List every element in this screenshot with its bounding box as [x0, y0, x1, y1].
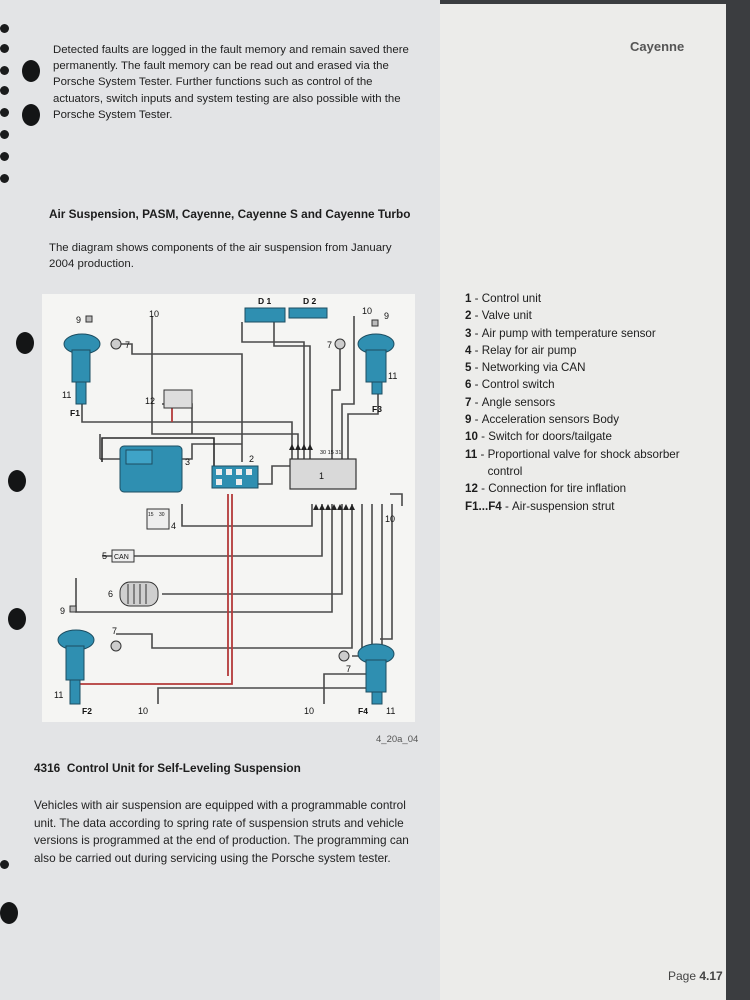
component-legend: 1 - Control unit 2 - Valve unit 3 - Air … — [465, 290, 715, 515]
ring-dot — [0, 44, 9, 53]
label-strut-f4: F4 — [358, 706, 368, 716]
control-unit — [289, 458, 357, 490]
section-title: Air Suspension, PASM, Cayenne, Cayenne S… — [49, 207, 411, 221]
legend-item: 12 - Connection for tire inflation — [465, 482, 627, 496]
label-door-switch: 10 — [138, 706, 148, 716]
page-number: Page 4.17 — [668, 969, 723, 983]
air-pump-motor — [125, 449, 153, 465]
section-description: The diagram shows components of the air … — [49, 242, 392, 271]
label-valve-unit: 2 — [249, 454, 254, 464]
acceleration-sensor — [85, 315, 93, 323]
label-acceleration-sensor: 9 — [384, 311, 389, 321]
ring-dot — [0, 108, 9, 117]
binder-hole — [22, 104, 40, 126]
right-page — [440, 4, 726, 1000]
legend-item: F1...F4 - Air-suspension strut — [465, 499, 615, 513]
page-prefix: Page — [668, 969, 697, 983]
control-switch-ribs — [127, 584, 147, 604]
subsection-body: Vehicles with air suspension are equippe… — [34, 798, 409, 865]
label-strut-f3: F3 — [372, 404, 382, 414]
label-relay: 4 — [171, 521, 176, 531]
label-control-switch: 6 — [108, 589, 113, 599]
label-angle-sensor: 7 — [327, 340, 332, 350]
binder-hole — [22, 60, 40, 82]
legend-item: 7 - Angle sensors — [465, 395, 556, 409]
binder-hole — [16, 332, 34, 354]
legend-item: 4 - Relay for air pump — [465, 343, 577, 357]
strut-f1 — [63, 333, 101, 405]
ring-dot — [0, 152, 9, 161]
label-door-switch: 10 — [149, 309, 159, 319]
binder-hole — [8, 608, 26, 630]
signal-wires — [75, 316, 403, 704]
label-control-unit: 1 — [319, 471, 324, 481]
label-air-pump: 3 — [185, 457, 190, 467]
legend-item: 3 - Air pump with temperature sensor — [465, 326, 656, 340]
angle-sensor — [110, 338, 122, 350]
label-acceleration-sensor: 9 — [60, 606, 65, 616]
intro-paragraph: Detected faults are logged in the fault … — [53, 44, 409, 121]
legend-item: 10 - Switch for doors/tailgate — [465, 430, 612, 444]
label-can-number: 5 — [102, 551, 107, 561]
tire-inflation-connection — [163, 389, 193, 409]
legend-item: 2 - Valve unit — [465, 309, 532, 323]
ring-dot — [0, 174, 9, 183]
label-proportional-valve: 11 — [388, 371, 397, 381]
label-angle-sensor: 7 — [125, 340, 130, 350]
label-door-switch: 10 — [362, 306, 372, 316]
ring-dot — [0, 24, 9, 33]
label-acceleration-sensor: 9 — [76, 315, 81, 325]
air-suspension-wiring-diagram: D 1 D 2 1 30 15 31 2 3 15 30 4 CAN 5 6 1… — [42, 294, 415, 722]
strut-f2 — [57, 629, 95, 705]
legend-item: 6 - Control switch — [465, 378, 555, 392]
acceleration-sensor — [69, 605, 77, 613]
subsection-number: 4316 — [34, 761, 61, 775]
binder-hole — [0, 902, 18, 924]
label-relay-pin-30: 30 — [159, 512, 165, 518]
legend-item: 9 - Acceleration sensors Body — [465, 413, 620, 427]
binder-hole — [8, 470, 26, 492]
label-proportional-valve: 11 — [386, 706, 395, 716]
label-d2: D 2 — [303, 296, 317, 306]
relay — [146, 508, 170, 530]
legend-item: 5 - Networking via CAN — [465, 361, 586, 375]
figure-code: 4_20a_04 — [376, 734, 419, 745]
label-d1: D 1 — [258, 296, 272, 306]
valve-ports — [216, 469, 252, 485]
can-connector — [111, 549, 135, 563]
label-proportional-valve: 11 — [54, 690, 63, 700]
label-door-switch: 10 — [304, 706, 314, 716]
label-proportional-valve: 11 — [62, 390, 71, 400]
angle-sensor — [110, 640, 122, 652]
label-strut-f1: F1 — [70, 408, 80, 418]
label-door-switch: 10 — [385, 514, 395, 524]
ring-dot — [0, 66, 9, 75]
subsection-heading: 4316 Control Unit for Self-Leveling Susp… — [34, 761, 414, 775]
label-angle-sensor: 7 — [346, 664, 351, 674]
label-pins: 30 15 31 — [320, 450, 341, 456]
strut-f3 — [357, 333, 395, 395]
angle-sensor — [334, 338, 346, 350]
label-strut-f2: F2 — [82, 706, 92, 716]
subsection-title: Control Unit for Self-Leveling Suspensio… — [66, 761, 301, 775]
brand-label: Cayenne — [630, 39, 685, 54]
connector-arrows — [289, 444, 355, 510]
ring-dot — [0, 86, 9, 95]
angle-sensor — [338, 650, 350, 662]
label-can: CAN — [114, 554, 129, 561]
diagnostic-socket-d1 — [244, 307, 286, 323]
legend-item: 11 - Proportional valve for shock absorb… — [465, 447, 680, 478]
label-relay-pin-15: 15 — [148, 512, 154, 518]
legend-item: 1 - Control unit — [465, 292, 542, 305]
label-angle-sensor: 7 — [112, 626, 117, 636]
label-tire-inflation: 12 — [145, 396, 155, 406]
pump-frame-wire — [101, 437, 215, 484]
diagnostic-socket-d2 — [288, 307, 328, 319]
strut-f4 — [357, 643, 395, 705]
page-number-value: 4.17 — [699, 969, 723, 983]
ring-dot — [0, 130, 9, 139]
acceleration-sensor — [371, 319, 379, 327]
control-switch — [119, 581, 159, 607]
ring-dot — [0, 860, 9, 869]
